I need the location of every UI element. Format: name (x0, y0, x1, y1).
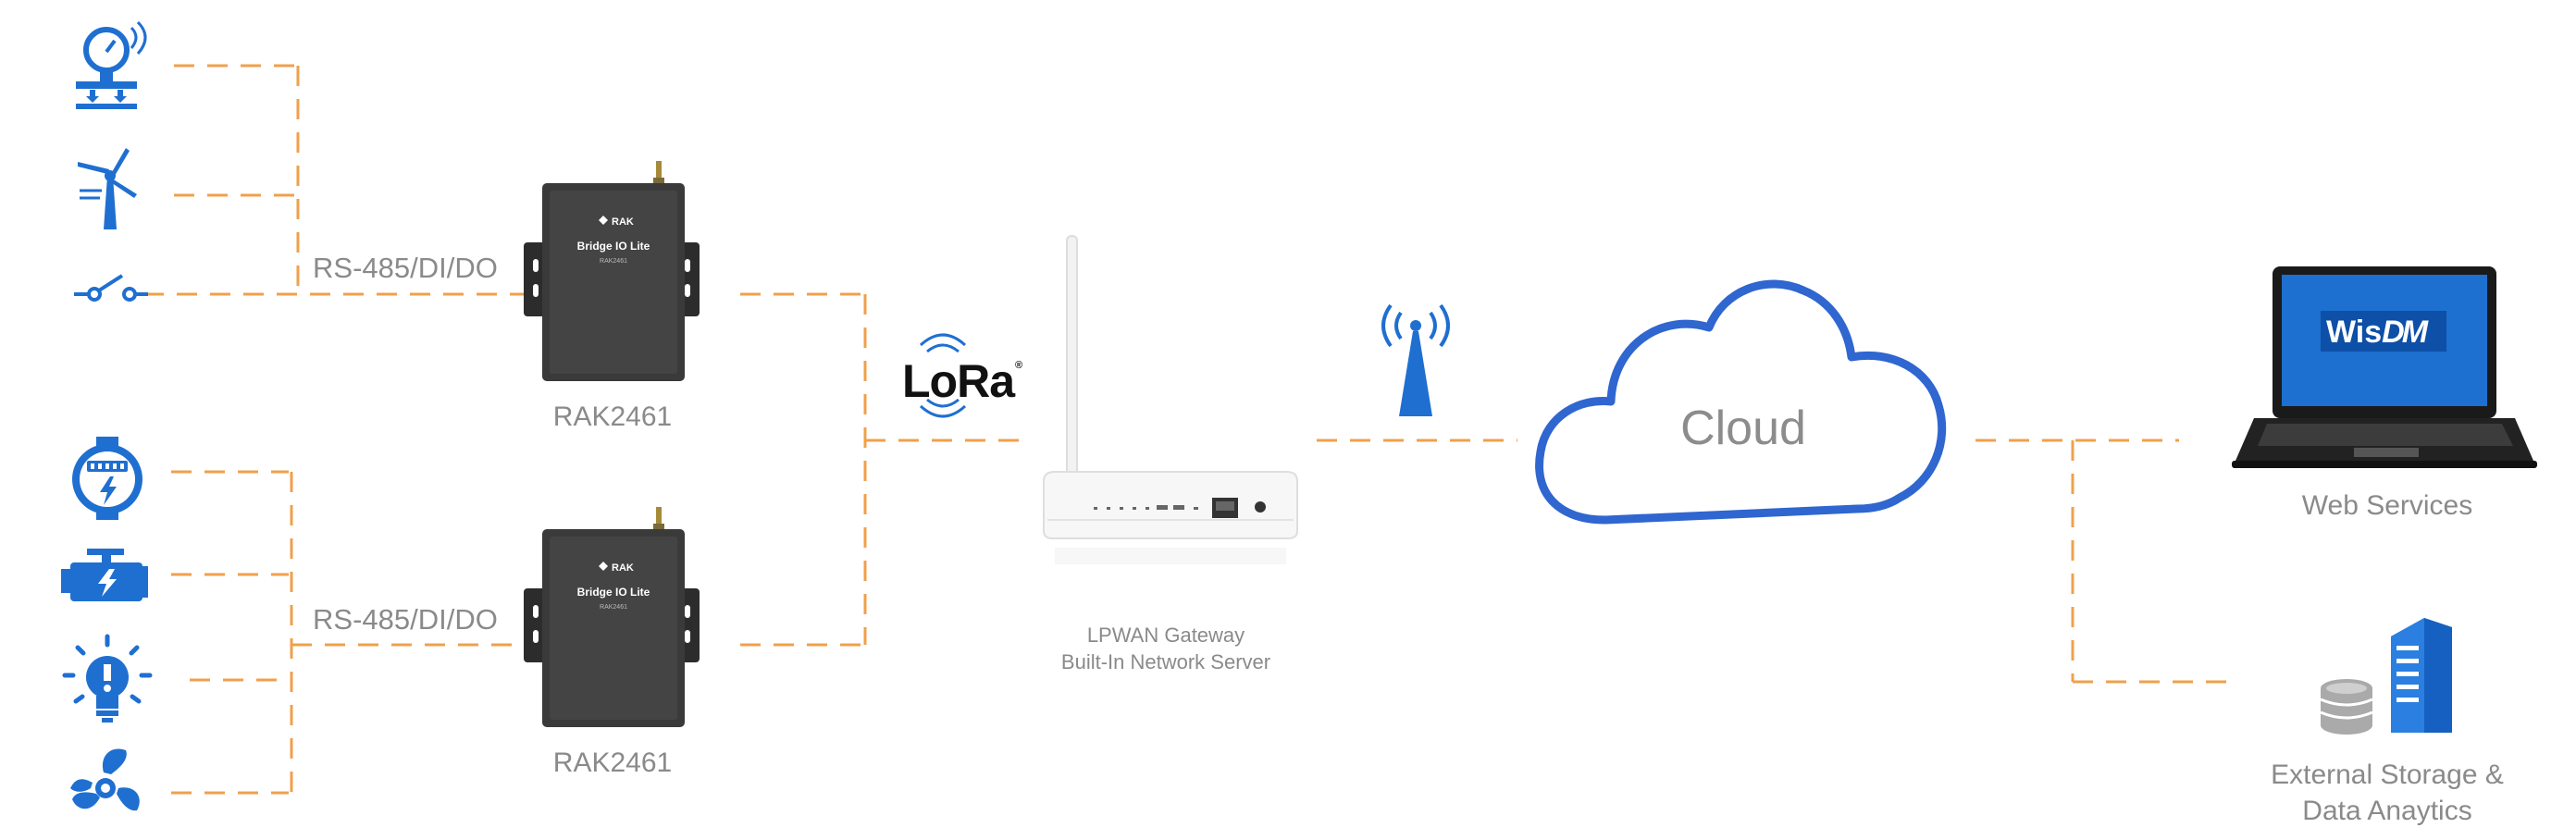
engine-icon (61, 549, 148, 601)
storage-label: External Storage & Data Anaytics (2239, 757, 2535, 829)
gateway-label-line1: LPWAN Gateway (1086, 624, 1245, 647)
device-model-code: RAK2461 (600, 604, 627, 611)
fan-icon (70, 748, 140, 811)
switch-icon (74, 274, 148, 302)
alarm-light-icon (62, 634, 153, 723)
brand-dm: DM (2382, 315, 2428, 350)
lora-signal-icon (919, 333, 967, 418)
rak2461-device-top: RAK Bridge IO Lite RAK2461 (524, 161, 700, 381)
server-storage-icon (2320, 618, 2452, 735)
rak2461-device-bottom: RAK Bridge IO Lite RAK2461 (524, 507, 700, 727)
cell-tower-icon (1381, 303, 1450, 416)
lpwan-gateway-device (1043, 235, 1298, 564)
connection-type-label-bottom: RS-485/DI/DO (313, 603, 498, 636)
pressure-gauge-sensor-icon (76, 20, 147, 109)
connection-type-label-top: RS-485/DI/DO (313, 252, 498, 284)
storage-label-line1: External Storage & (2271, 760, 2504, 790)
web-services-label: Web Services (2301, 490, 2473, 521)
gateway-label-line2: Built-In Network Server (1060, 650, 1271, 673)
water-meter-icon (72, 437, 142, 520)
lora-text: LoRa (902, 355, 1015, 407)
lora-registered-mark: ® (1015, 360, 1022, 371)
device-label-top: RAK2461 (552, 401, 673, 432)
connector-lines (143, 64, 2239, 795)
cloud-label: Cloud (1680, 401, 1806, 455)
laptop-icon (2232, 266, 2537, 468)
lora-logo: LoRa® (902, 354, 1022, 408)
device-brand: RAK (612, 216, 634, 228)
device-model: Bridge IO Lite (577, 240, 650, 253)
cloud-icon (1535, 279, 1947, 525)
device-model-code: RAK2461 (600, 258, 627, 265)
gateway-label: LPWAN Gateway Built-In Network Server (999, 622, 1332, 675)
device-model: Bridge IO Lite (577, 586, 650, 599)
brand-wis: Wis (2326, 315, 2383, 350)
laptop-screen-brand: WisDM (2326, 315, 2428, 351)
wind-turbine-icon (78, 148, 137, 229)
device-brand: RAK (612, 562, 634, 574)
device-label-bottom: RAK2461 (552, 747, 673, 778)
storage-label-line2: Data Anaytics (2302, 796, 2472, 826)
